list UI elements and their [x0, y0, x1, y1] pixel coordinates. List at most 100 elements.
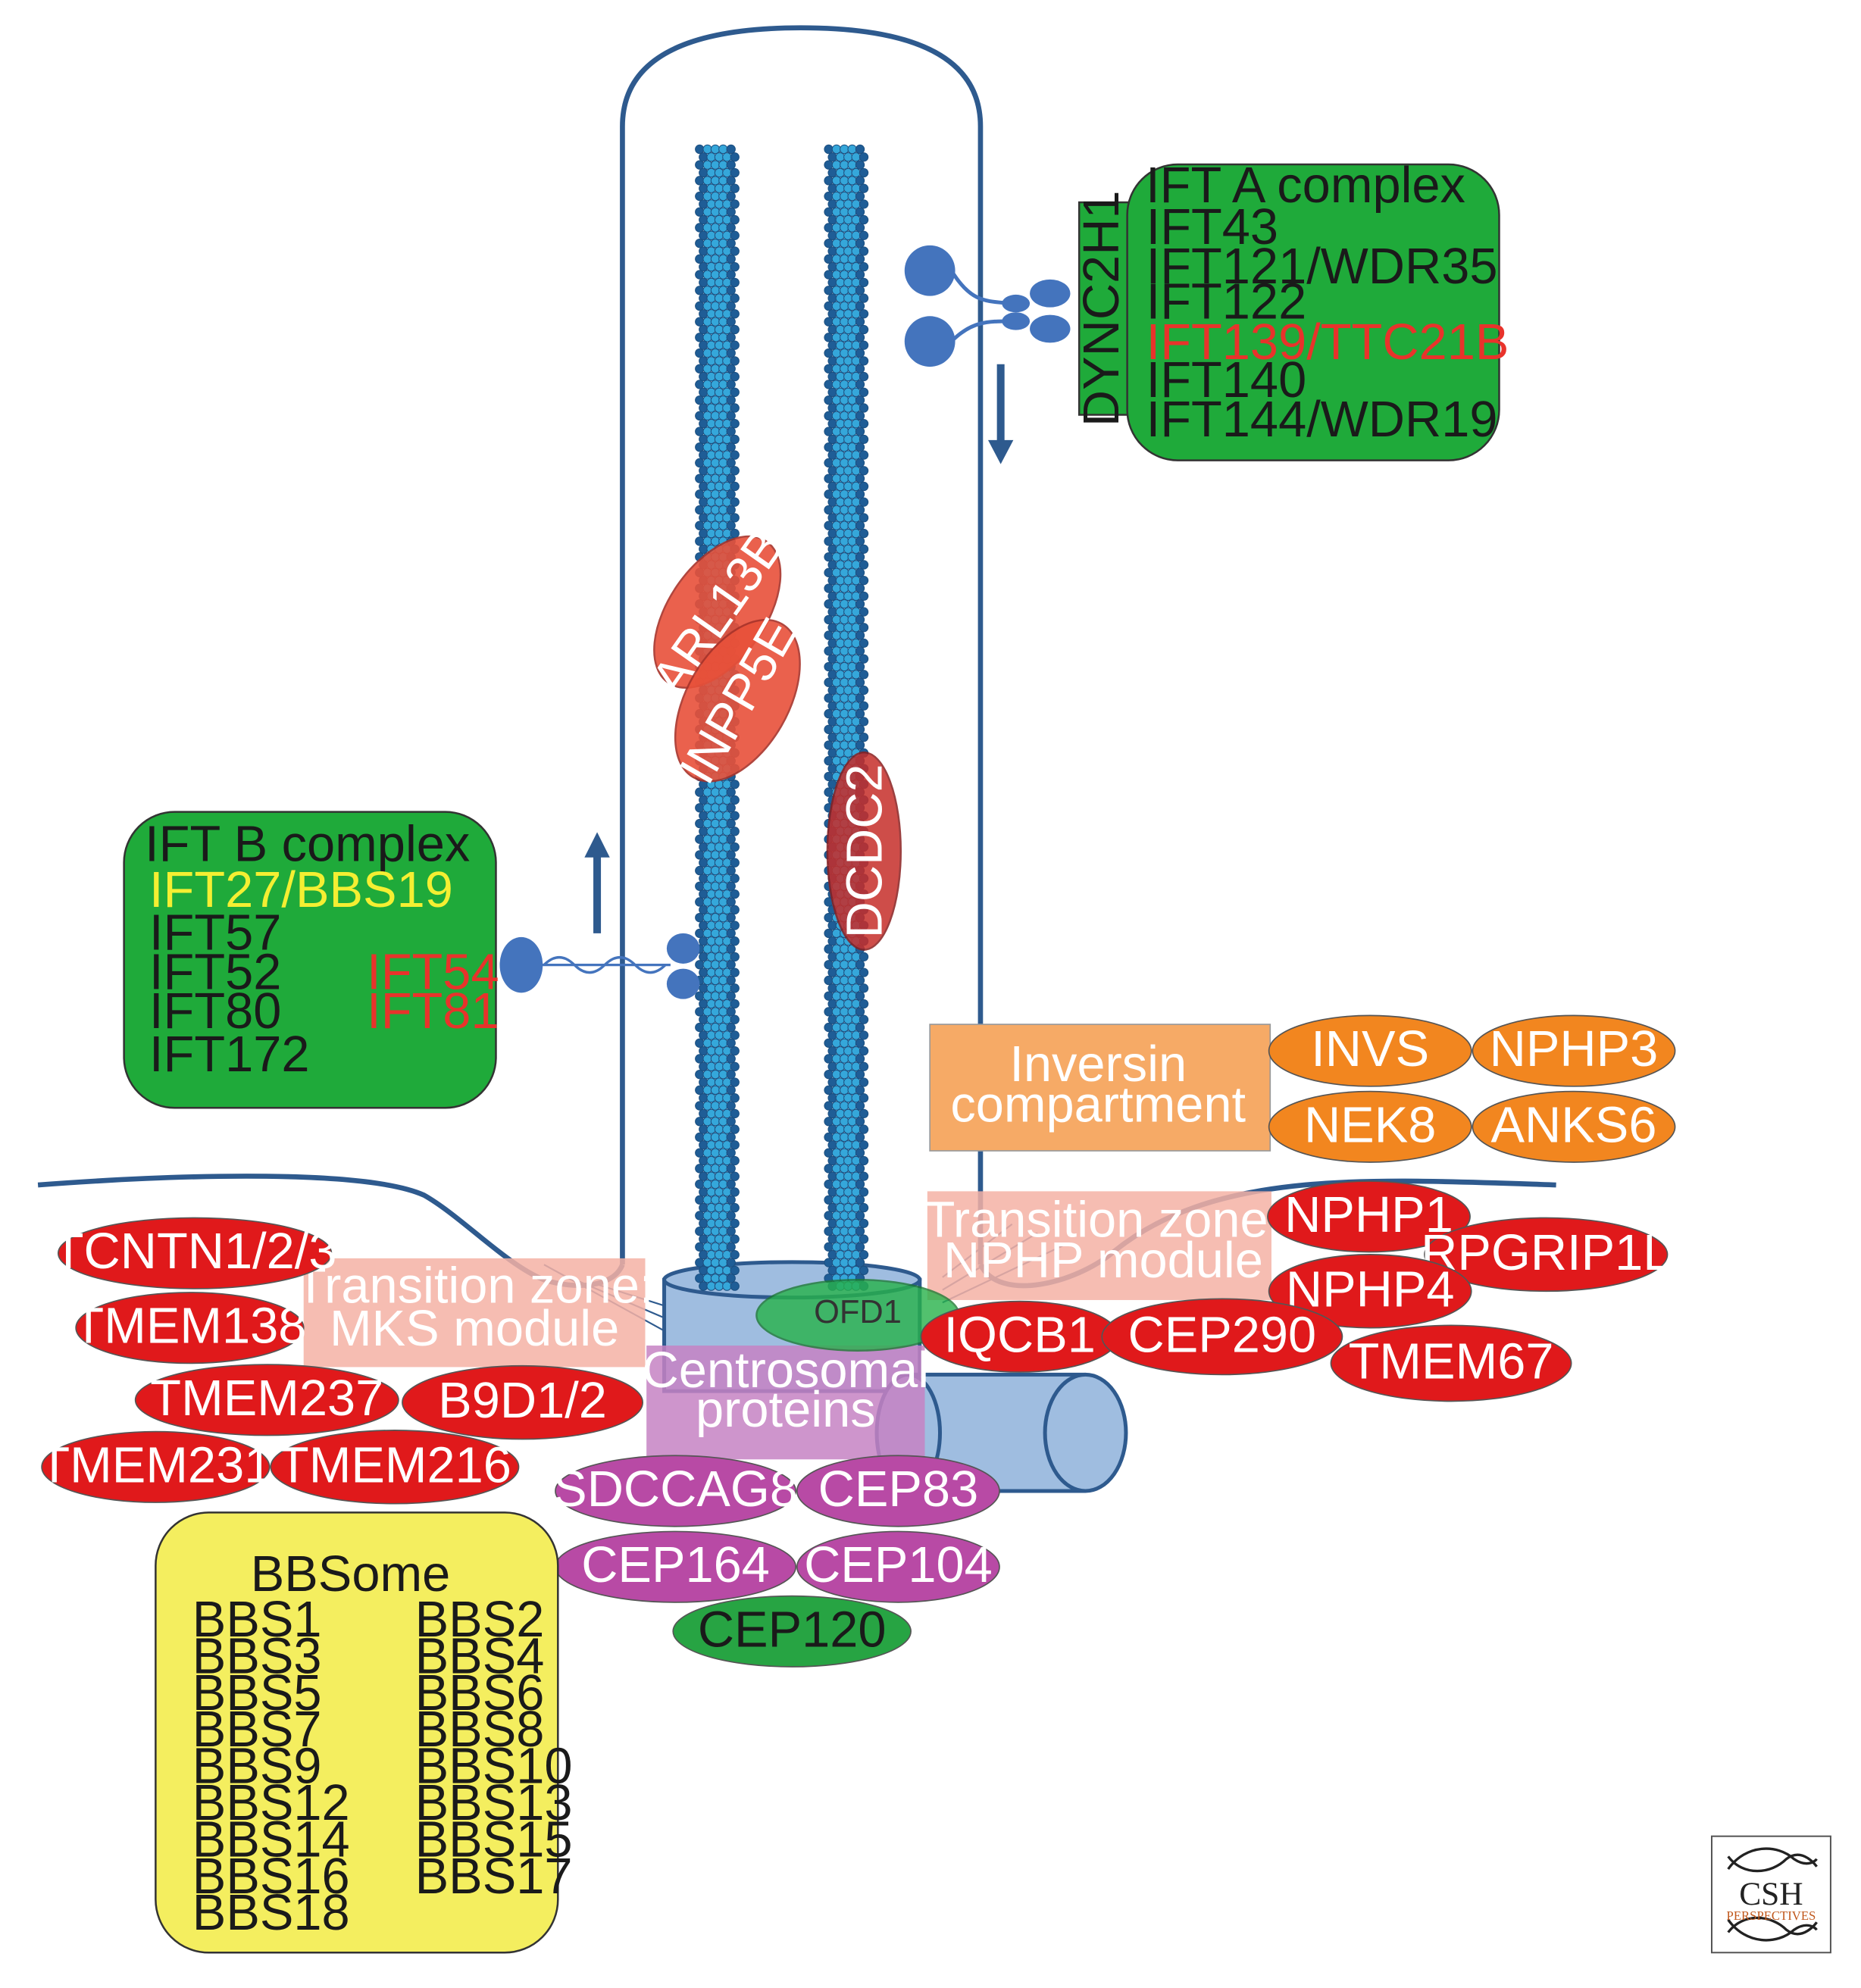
dync2h1-label: DYNC2H1 [1074, 190, 1130, 427]
centrosomal-proteins-box: Centrosomal proteins [643, 1343, 930, 1460]
ift-a-item: IFT122 [1146, 274, 1307, 330]
bbs-protein-label: BBS8 [415, 1702, 545, 1758]
cep83-protein: CEP83 [796, 1455, 1000, 1527]
invs-label: INVS [1311, 1021, 1429, 1077]
iqcb1-label: IQCB1 [944, 1307, 1096, 1363]
tmem237-label: TMEM237 [150, 1371, 383, 1427]
csh-perspectives-logo: CSH PERSPECTIVES [1710, 1835, 1831, 1954]
mks-module-label-2: MKS module [330, 1301, 619, 1357]
tmem67-label: TMEM67 [1349, 1333, 1554, 1389]
retrograde-arrow [987, 364, 1014, 464]
cep164-label: CEP164 [581, 1537, 770, 1593]
nphp3-label: NPHP3 [1490, 1021, 1659, 1077]
iqcb1-protein: IQCB1 [920, 1300, 1119, 1373]
centrosomal-label-1: Centrosomal [643, 1343, 930, 1399]
bbs-protein-label: BBS5 [192, 1665, 322, 1721]
ciliary-membrane [620, 25, 984, 1265]
dynein-motor [904, 245, 1071, 367]
ift-b-item-highlight: IFT54 [367, 944, 499, 1000]
ift-b-item: IFT172 [149, 1027, 310, 1083]
cep120-label: CEP120 [698, 1602, 887, 1658]
cep120-protein: CEP120 [672, 1595, 912, 1668]
ift-a-item-highlight: IFT139/TTC21B [1146, 314, 1509, 370]
ofd1-protein: OFD1 [755, 1278, 960, 1352]
bbs-protein-label: BBS1 [192, 1592, 322, 1648]
ift-b-item-highlight: IFT81 [367, 983, 499, 1039]
inversin-compartment: Inversin compartment [929, 1024, 1271, 1152]
nphp3-protein: NPHP3 [1472, 1014, 1676, 1087]
b9d-label: B9D1/2 [438, 1373, 607, 1429]
tmem138-label: TMEM138 [73, 1299, 306, 1355]
logo-text: CSH [1739, 1876, 1803, 1912]
nphp-module-box: Transition zone: NPHP module [924, 1191, 1283, 1300]
invs-protein: INVS [1268, 1014, 1472, 1087]
bbs-protein-label: BBS12 [192, 1775, 350, 1831]
rpgrip1l-protein: RPGRIP1L [1421, 1217, 1671, 1293]
bbs-protein-label: BBS15 [415, 1811, 573, 1868]
cep290-protein: CEP290 [1101, 1298, 1343, 1376]
inversin-label-2: compartment [950, 1077, 1246, 1133]
ift-b-item: IFT52 [149, 944, 281, 1000]
tmem237-protein: TMEM237 [134, 1364, 399, 1436]
sdccag8-protein: SDCCAG8 [553, 1455, 798, 1527]
nek8-protein: NEK8 [1268, 1090, 1472, 1163]
ift-a-item: IFT144/WDR19 [1146, 392, 1498, 448]
ofd1-label: OFD1 [814, 1294, 902, 1330]
ift-b-title: IFT B complex [145, 817, 470, 873]
nphp4-label: NPHP4 [1286, 1261, 1455, 1318]
ift-a-item: IFT121/WDR35 [1146, 239, 1498, 295]
bbs-protein-label: BBS3 [192, 1628, 322, 1684]
bbs-protein-label: BBS18 [192, 1885, 350, 1941]
nphp4-protein: NPHP4 [1268, 1254, 1472, 1329]
tmem67-protein: TMEM67 [1330, 1324, 1572, 1402]
ift-b-item: IFT57 [149, 905, 281, 961]
nphp-module-label-1: Transition zone: [924, 1192, 1283, 1248]
bbsome-box: BBSome [155, 1511, 559, 1954]
anterograde-arrow [584, 832, 610, 933]
tctn-label: TCNTN1/2/3 [53, 1224, 337, 1280]
bbs-protein-label: BBS17 [415, 1849, 573, 1905]
anks6-label: ANKS6 [1491, 1097, 1657, 1153]
microtubule-doublet-right [824, 144, 869, 1291]
tctn-protein: TCNTN1/2/3 [53, 1217, 337, 1289]
nphp-module-label-2: NPHP module [943, 1233, 1263, 1289]
ift-b-complex: IFT B complex IFT27/BBS19 IFT57 IFT52 IF… [123, 811, 499, 1109]
bbs-protein-label: BBS6 [415, 1665, 545, 1721]
cep290-label: CEP290 [1128, 1307, 1316, 1363]
dcdc2-label: DCDC2 [837, 764, 893, 938]
dcdc2-protein: DCDC2 [826, 751, 902, 951]
nek8-label: NEK8 [1304, 1097, 1436, 1153]
ift-b-item-highlight: IFT27/BBS19 [149, 862, 453, 918]
ift-b-item: IFT80 [149, 983, 281, 1039]
sdccag8-label: SDCCAG8 [553, 1461, 798, 1518]
bbs-protein-label: BBS7 [192, 1702, 322, 1758]
ift-a-complex: DYNC2H1 IFT A complex IFT43 IFT121/WDR35… [1074, 158, 1509, 461]
cep83-label: CEP83 [818, 1461, 979, 1518]
ift-a-title: IFT A complex [1146, 158, 1465, 214]
ift-a-item: IFT140 [1146, 352, 1307, 408]
b9d-protein: B9D1/2 [402, 1364, 643, 1440]
tmem231-protein: TMEM231 [39, 1430, 272, 1503]
mks-module-label-1: Transition zone: [296, 1258, 654, 1314]
bbs-protein-label: BBS2 [415, 1592, 545, 1648]
inversin-label-1: Inversin [1009, 1036, 1187, 1092]
cep104-label: CEP104 [804, 1537, 993, 1593]
tmem138-protein: TMEM138 [73, 1292, 306, 1364]
ift-a-item: IFT43 [1146, 199, 1278, 255]
nphp1-label: NPHP1 [1284, 1187, 1453, 1243]
nphp1-protein: NPHP1 [1267, 1180, 1471, 1253]
mks-module-box: Transition zone: MKS module [296, 1258, 654, 1368]
cep164-protein: CEP164 [555, 1530, 797, 1603]
rpgrip1l-label: RPGRIP1L [1421, 1225, 1671, 1281]
bbs-protein-label: BBS9 [192, 1739, 322, 1795]
logo-subtext: PERSPECTIVES [1727, 1908, 1816, 1923]
kinesin-motor [499, 933, 700, 999]
bbs-protein-label: BBS10 [415, 1739, 573, 1795]
tmem231-label: TMEM231 [39, 1437, 272, 1493]
bbs-protein-label: BBS13 [415, 1775, 573, 1831]
cep104-protein: CEP104 [796, 1530, 1000, 1603]
centrosomal-label-2: proteins [696, 1382, 876, 1438]
